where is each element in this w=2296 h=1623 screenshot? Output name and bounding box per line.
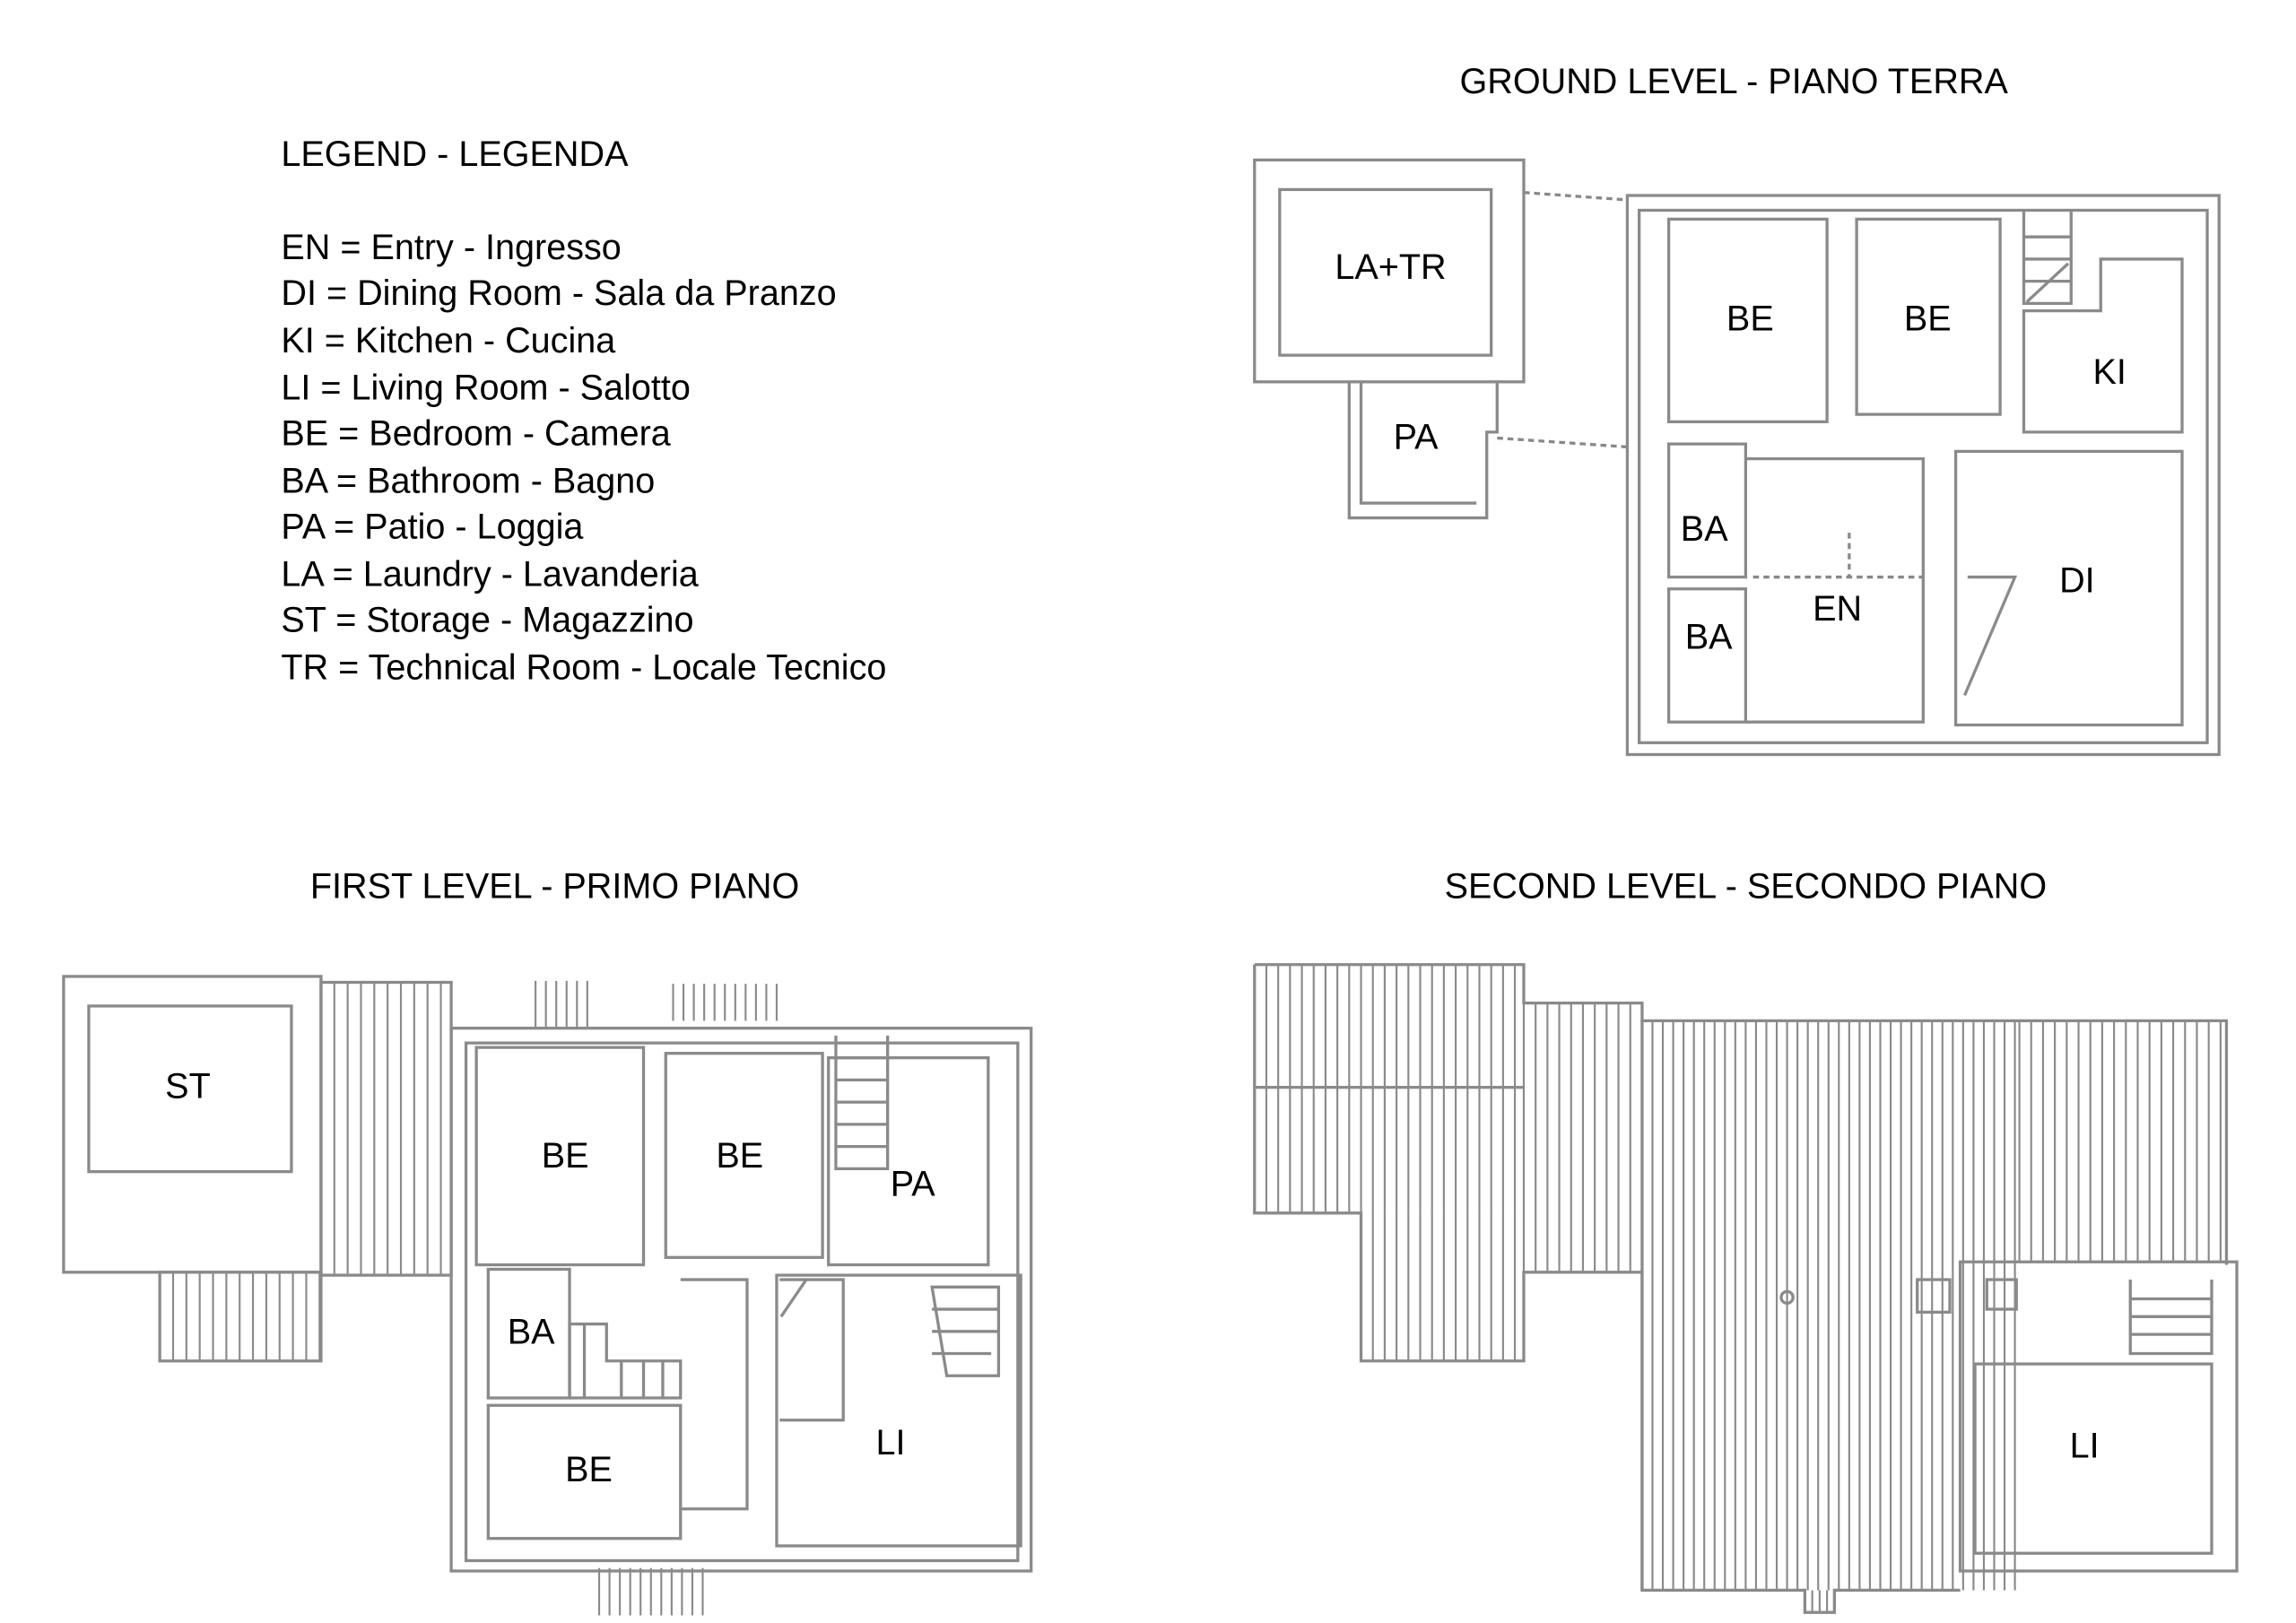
legend-title: LEGEND - LEGENDA — [281, 135, 629, 174]
room-label: BE — [542, 1136, 589, 1176]
room-label: LI — [2070, 1427, 2100, 1466]
legend: LEGEND - LEGENDA EN = Entry - Ingresso D… — [281, 135, 886, 687]
room-label: BA — [1681, 509, 1728, 549]
ground-level-title: GROUND LEVEL - PIANO TERRA — [1459, 62, 2008, 101]
room-label: DI — [2059, 561, 2095, 601]
room-label: BE — [716, 1136, 763, 1176]
ground-level-plan: GROUND LEVEL - PIANO TERRA LA+TR PA BE B… — [1253, 62, 2221, 757]
legend-entry: ST = Storage - Magazzino — [281, 601, 693, 640]
room-label: KI — [2092, 352, 2126, 392]
second-level-plan: SECOND LEVEL - SECONDO PIANO LI — [1253, 866, 2239, 1614]
room-label: BE — [1904, 299, 1952, 339]
legend-entry: BE = Bedroom - Camera — [281, 414, 671, 454]
legend-entry: LI = Living Room - Salotto — [281, 369, 690, 408]
room-label: BE — [565, 1450, 613, 1489]
room-label: BA — [508, 1313, 555, 1352]
room-label: PA — [891, 1165, 935, 1204]
room-label: ST — [165, 1067, 211, 1107]
roof-hatching — [159, 964, 2222, 1616]
room-label: LI — [875, 1423, 905, 1462]
second-level-title: SECOND LEVEL - SECONDO PIANO — [1445, 866, 2048, 906]
legend-entry: KI = Kitchen - Cucina — [281, 321, 616, 360]
legend-entry: DI = Dining Room - Sala da Pranzo — [281, 273, 836, 313]
room-label: BE — [1726, 299, 1774, 339]
legend-entry: TR = Technical Room - Locale Tecnico — [281, 647, 886, 687]
room-label: PA — [1394, 418, 1439, 457]
legend-entry: PA = Patio - Loggia — [281, 508, 584, 547]
legend-entry: BA = Bathroom - Bagno — [281, 462, 655, 501]
first-level-plan: FIRST LEVEL - PRIMO PIANO ST BE BE PA BA… — [62, 866, 1033, 1573]
room-label: LA+TR — [1335, 247, 1446, 287]
first-level-title: FIRST LEVEL - PRIMO PIANO — [310, 866, 799, 906]
legend-entry: EN = Entry - Ingresso — [281, 228, 621, 267]
legend-entry: LA = Laundry - Lavanderia — [281, 554, 699, 594]
room-label: BA — [1685, 617, 1733, 656]
room-label: EN — [1813, 589, 1862, 629]
